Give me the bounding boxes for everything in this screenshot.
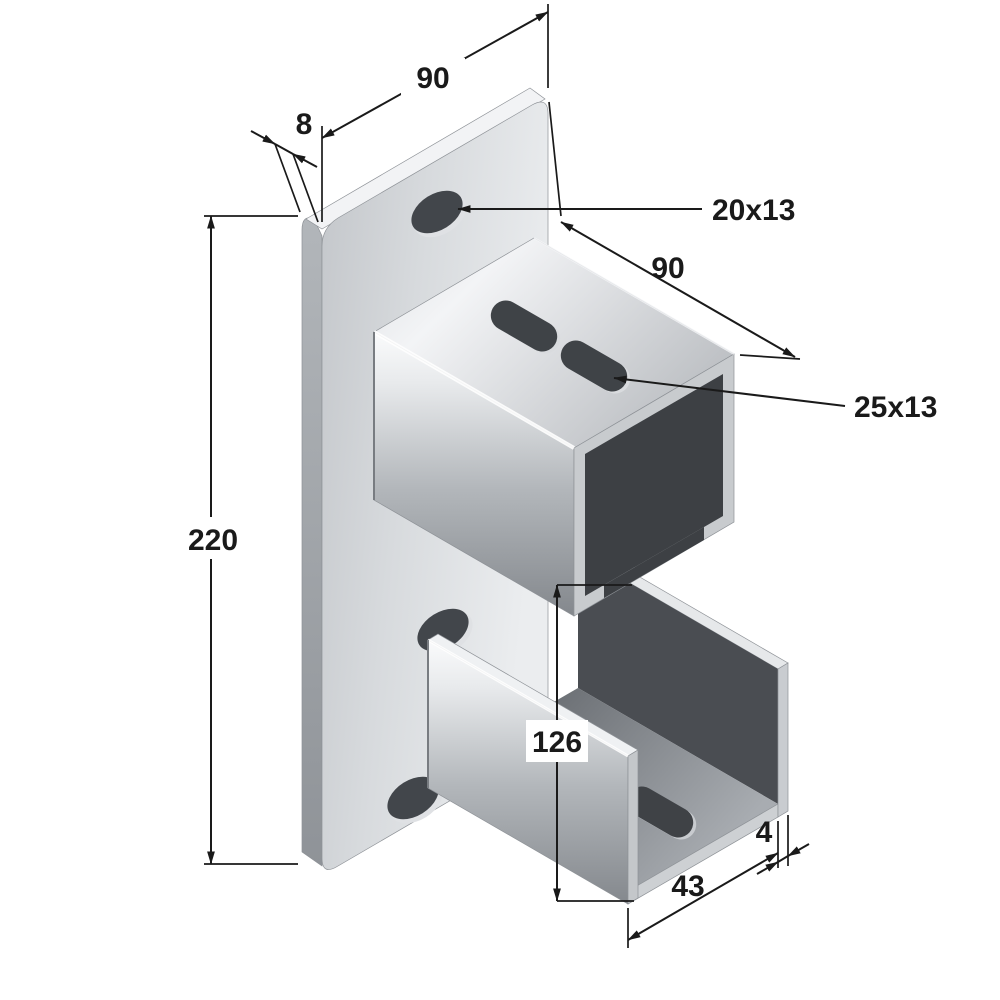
dimension-plate-width: 90 — [321, 4, 549, 222]
dimension-line — [560, 221, 796, 358]
lower-channel-edge-highlight — [427, 638, 629, 758]
callout-channel-slot: 25x13 — [613, 375, 937, 424]
lower-channel-far-flange-end-face — [777, 662, 789, 818]
upper-channel-end-hollow — [585, 374, 723, 596]
upper-channel-edge-highlight — [372, 330, 576, 450]
callout-plate-hole: 20x13 — [457, 194, 795, 227]
upper-channel — [372, 237, 735, 617]
plate-side-face — [301, 217, 323, 867]
dimension-plate-height: 220 — [183, 215, 298, 865]
plate-height-label: 220 — [188, 524, 238, 557]
plate-hole-bottom — [387, 776, 443, 824]
channel-slot-size-label: 25x13 — [854, 391, 937, 424]
label-backing — [526, 720, 588, 762]
dimension-channel-offset: 126 — [526, 584, 634, 902]
extension-line — [292, 153, 319, 223]
dimension-channel-end-width: 43 — [627, 821, 779, 948]
leader-line — [613, 375, 846, 407]
dimension-arrow-line — [292, 153, 318, 168]
plate-hole-size-label: 20x13 — [712, 194, 795, 227]
dimension-arrow-line — [787, 843, 810, 857]
dimension-arrow-line — [756, 861, 779, 875]
lower-channel-interior-wall — [578, 553, 778, 804]
upper-channel-slot-1 — [490, 300, 561, 354]
dimension-plate-thickness: 8 — [250, 108, 319, 223]
dimension-line — [777, 855, 789, 863]
channel-end-width-label: 43 — [671, 870, 704, 903]
channel-length-label: 90 — [651, 252, 684, 285]
upper-channel-end-opening — [604, 527, 704, 598]
channel-offset-label: 126 — [532, 726, 582, 759]
extension-line — [274, 143, 301, 213]
wall-thickness-label: 4 — [756, 816, 773, 849]
dimension-wall-thickness: 4 — [756, 815, 810, 875]
label-backing — [401, 58, 465, 96]
dimension-channel-length: 90 — [548, 101, 801, 360]
lower-channel-near-flange-end-face — [627, 749, 639, 905]
plate-width-label: 90 — [416, 62, 449, 95]
dimension-line — [274, 143, 294, 155]
label-backing — [183, 517, 243, 559]
lower-channel-web-slot — [626, 786, 697, 840]
extension-line — [548, 101, 562, 217]
plate-thickness-label: 8 — [296, 108, 313, 141]
dimension-line — [627, 852, 779, 941]
dimension-arrow-line — [250, 130, 276, 145]
plate-hole-top — [411, 190, 467, 238]
